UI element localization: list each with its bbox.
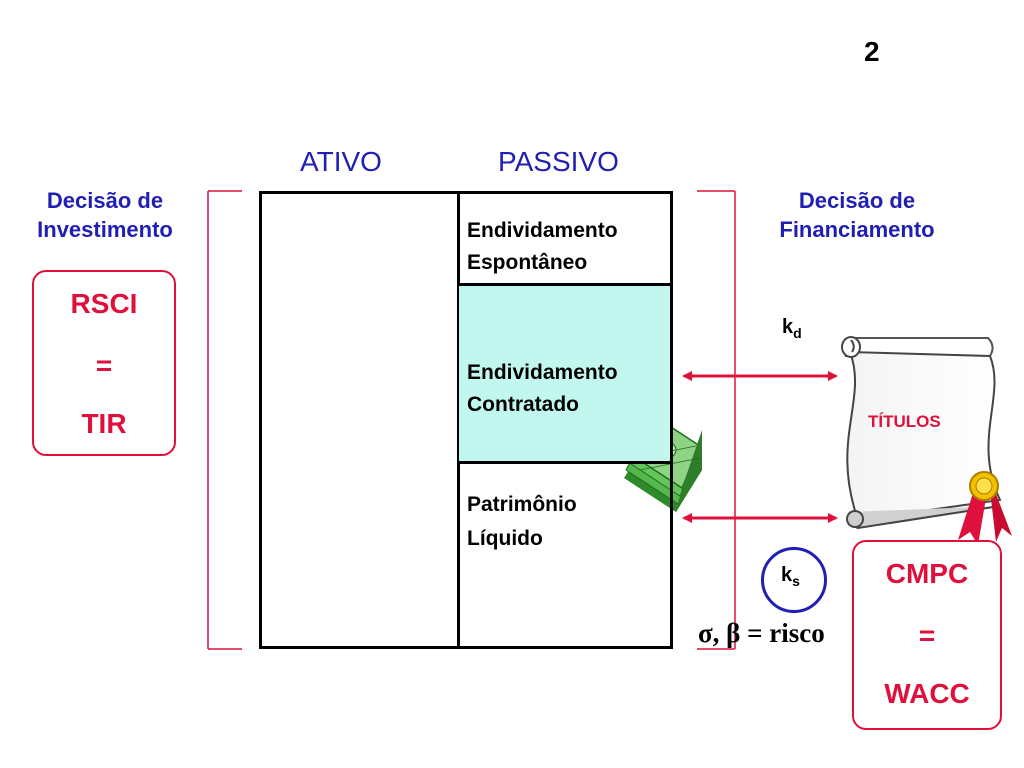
double-arrow-icon (682, 371, 838, 523)
rsci-box: RSCI = TIR (32, 270, 176, 456)
ks-sub: s (792, 573, 800, 589)
cost-of-debt-label: kd (782, 316, 802, 341)
wacc-label: WACC (884, 678, 970, 709)
contracted-debt-line2: Contratado (467, 393, 579, 416)
cmpc-label: CMPC (885, 558, 969, 589)
equity-line1: Patrimônio (467, 493, 577, 516)
spontaneous-debt-line2: Espontâneo (467, 251, 588, 274)
financing-decision-heading: Decisão de Financiamento (748, 186, 966, 244)
award-ribbon-icon (958, 471, 1012, 545)
equity-row: Patrimônio Líquido (459, 464, 670, 646)
cmpc-box: CMPC = WACC (852, 540, 1002, 730)
scroll-icon (841, 336, 1002, 530)
balance-sheet (259, 191, 673, 649)
cost-of-equity-circle (761, 547, 827, 613)
balance-sheet-divider (457, 191, 460, 649)
spontaneous-debt-line1: Endividamento (467, 219, 618, 242)
rsci-equals: = (95, 350, 113, 381)
financing-heading-line2: Financiamento (779, 217, 935, 242)
titulos-label: TÍTULOS (868, 412, 941, 431)
right-bracket (697, 190, 736, 650)
kd-sub: d (793, 325, 802, 341)
ks-base: k (781, 564, 793, 586)
contracted-debt-row: Endividamento Contratado (459, 286, 670, 464)
investment-heading-line2: Investimento (37, 217, 173, 242)
investment-decision-heading: Decisão de Investimento (10, 186, 200, 244)
risk-formula: σ, β = risco (698, 618, 825, 648)
equity-line2: Líquido (467, 527, 543, 550)
contracted-debt-line1: Endividamento (467, 361, 618, 384)
page-number: 2 (864, 36, 880, 67)
cmpc-equals: = (918, 620, 936, 651)
rsci-label: RSCI (70, 288, 138, 319)
kd-base: k (782, 316, 794, 338)
tir-label: TIR (81, 408, 127, 439)
ativo-header: ATIVO (300, 146, 382, 177)
left-bracket (207, 190, 242, 650)
investment-heading-line1: Decisão de (46, 188, 164, 213)
spontaneous-debt-row: Endividamento Espontâneo (459, 194, 670, 286)
passivo-header: PASSIVO (498, 146, 619, 177)
cost-of-equity-label: ks (781, 564, 800, 589)
financing-heading-line1: Decisão de (798, 188, 916, 213)
